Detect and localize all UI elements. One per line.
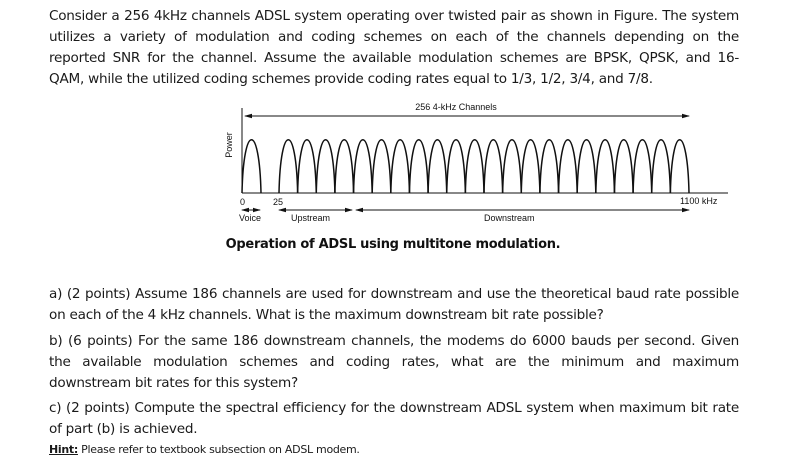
subcarrier-lobes: [241, 139, 690, 194]
problem-intro: Consider a 256 4kHz channels ADSL system…: [49, 6, 739, 90]
hint-label: Hint:: [49, 443, 78, 456]
question-a-line-1: a) (2 points) Assume 186 channels are us…: [49, 286, 739, 302]
tick-25: 25: [273, 197, 283, 207]
power-axis-label: Power: [224, 132, 234, 158]
lobe: [241, 139, 262, 194]
lobe: [315, 139, 336, 194]
question-a: a) (2 points) Assume 186 channels are us…: [49, 284, 739, 326]
lobe: [371, 139, 392, 194]
intro-line-1: Consider a 256 4kHz channels ADSL system…: [49, 8, 739, 24]
question-b: b) (6 points) For the same 186 downstrea…: [49, 331, 739, 394]
hint-text: Please refer to textbook subsection on A…: [77, 443, 360, 456]
question-b-line-1: b) (6 points) For the same 186 downstrea…: [49, 333, 739, 349]
lobe: [669, 139, 690, 194]
intro-line-3: reported SNR for the channel. Assume the…: [49, 50, 739, 66]
tick-1100-khz: 1100 kHz: [680, 196, 718, 206]
hint-note: Hint: Please refer to textbook subsectio…: [49, 443, 360, 456]
question-c-line-2: of part (b) is achieved.: [49, 421, 198, 437]
downstream-label: Downstream: [484, 213, 535, 223]
upstream-label: Upstream: [291, 213, 330, 223]
lobe: [278, 139, 299, 194]
tick-0: 0: [240, 197, 245, 207]
adsl-spectrum-figure: 256 4-kHz Channels Power 0 25 1100 kHz V…: [224, 102, 728, 223]
lobe: [520, 139, 541, 194]
intro-line-4: QAM, while the utilized coding schemes p…: [49, 71, 653, 87]
lobe: [390, 139, 411, 194]
channels-label: 256 4-kHz Channels: [415, 102, 497, 112]
voice-label: Voice: [239, 213, 261, 223]
lobe: [650, 139, 672, 194]
lobe: [296, 139, 318, 194]
question-b-line-2: the available modulation schemes and cod…: [49, 354, 739, 370]
intro-line-2: utilizes a variety of modulation and cod…: [49, 29, 739, 45]
lobe: [539, 139, 560, 194]
question-b-line-3: downstream bit rates for this system?: [49, 375, 298, 391]
lobe: [464, 139, 485, 194]
lobe: [632, 139, 653, 194]
lobe: [427, 139, 448, 194]
lobe: [501, 139, 523, 194]
question-c: c) (2 points) Compute the spectral effic…: [49, 398, 739, 440]
lobe: [483, 139, 504, 194]
lobe: [595, 139, 616, 194]
lobe: [445, 139, 467, 194]
question-c-line-1: c) (2 points) Compute the spectral effic…: [49, 400, 739, 416]
figure-caption: Operation of ADSL using multitone modula…: [225, 237, 561, 252]
lobe: [613, 139, 634, 194]
lobe: [557, 139, 578, 194]
question-a-line-2: on each of the 4 kHz channels. What is t…: [49, 307, 604, 323]
lobe: [334, 139, 355, 194]
lobe: [576, 139, 597, 194]
lobe: [352, 139, 373, 194]
lobe: [408, 139, 429, 194]
